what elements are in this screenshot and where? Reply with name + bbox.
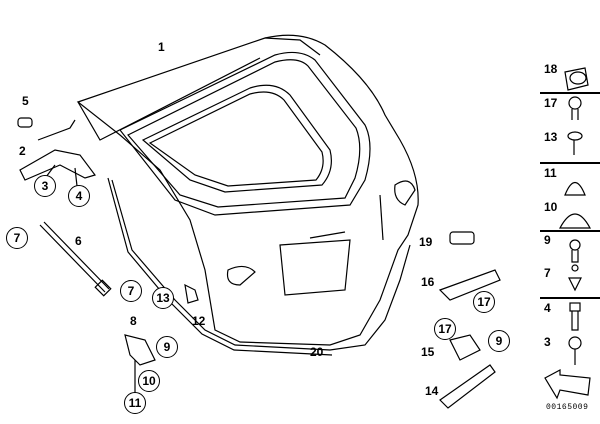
fastener-label-9: 9: [544, 233, 551, 247]
label-6: 6: [75, 234, 82, 248]
fastener-label-13: 13: [544, 130, 558, 144]
label-1: 1: [158, 40, 165, 54]
divider: [540, 162, 600, 164]
label-19: 19: [419, 235, 433, 249]
circled-label-7: 7: [120, 280, 142, 302]
part-14-actuator: [439, 364, 496, 409]
circled-label-13: 13: [152, 287, 174, 309]
fastener-label-3: 3: [544, 335, 551, 349]
fastener-label-18: 18: [544, 62, 558, 76]
fastener-label-4: 4: [544, 301, 551, 315]
part-2-hinge: [19, 119, 96, 181]
circled-label-7: 7: [6, 227, 28, 249]
direction-arrow: [544, 369, 591, 400]
circled-label-9: 9: [488, 330, 510, 352]
label-5: 5: [22, 94, 29, 108]
circled-label-17: 17: [473, 291, 495, 313]
label-20: 20: [310, 345, 324, 359]
circled-label-9: 9: [156, 336, 178, 358]
label-15: 15: [421, 345, 435, 359]
divider: [540, 230, 600, 232]
part-19-light: [449, 231, 475, 245]
label-14: 14: [425, 384, 439, 398]
part-6-gas-strut: [39, 221, 110, 293]
part-12-bracket: [184, 283, 199, 304]
divider: [540, 297, 600, 299]
divider: [540, 92, 600, 94]
fastener-label-10: 10: [544, 200, 558, 214]
fastener-label-11: 11: [544, 166, 557, 180]
circled-label-3: 3: [34, 175, 56, 197]
part-5-buffer: [17, 117, 33, 128]
seal: [111, 179, 411, 351]
circled-label-4: 4: [68, 185, 90, 207]
circled-label-10: 10: [138, 370, 160, 392]
fastener-label-17: 17: [544, 96, 558, 110]
label-2: 2: [19, 144, 26, 158]
part-16-handle: [438, 269, 501, 301]
circled-label-11: 11: [124, 392, 146, 414]
window-frame: [119, 51, 371, 216]
fastener-label-7: 7: [544, 266, 551, 280]
label-16: 16: [421, 275, 435, 289]
circled-label-17: 17: [434, 318, 456, 340]
part-8-latch: [124, 334, 156, 366]
tailgate-outline: [76, 34, 419, 346]
label-12: 12: [192, 314, 206, 328]
part-15-lock: [449, 334, 481, 361]
diagram-code: 00165009: [546, 403, 589, 412]
label-8: 8: [130, 314, 137, 328]
